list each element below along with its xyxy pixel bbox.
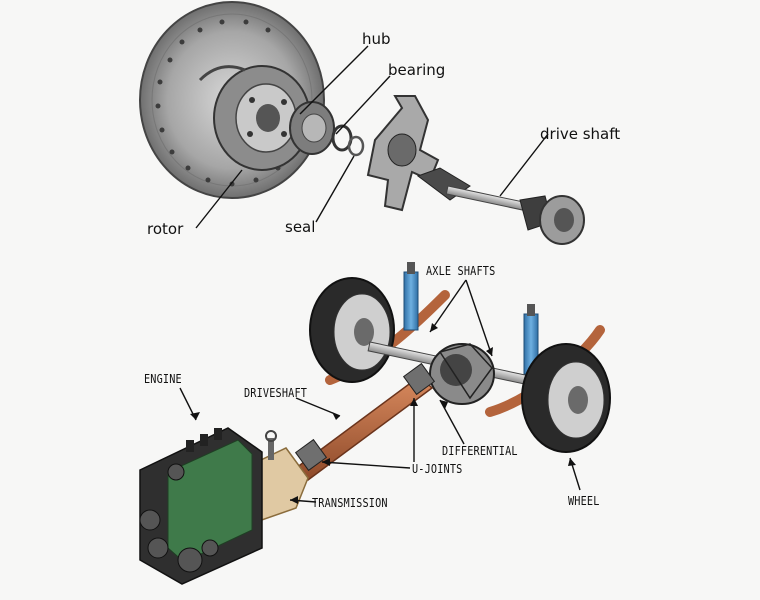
driveshaft-tube bbox=[294, 362, 436, 481]
label-hub: hub bbox=[362, 30, 391, 48]
right-wheel bbox=[521, 343, 611, 453]
label-driveshaft: DRIVESHAFT bbox=[244, 386, 308, 400]
drive-shaft-part bbox=[416, 167, 585, 245]
steering-knuckle bbox=[366, 95, 440, 212]
label-u-joints: U-JOINTS bbox=[412, 462, 463, 476]
label-engine: ENGINE bbox=[144, 372, 182, 386]
label-seal: seal bbox=[285, 218, 316, 236]
left-wheel bbox=[309, 277, 395, 383]
label-transmission: TRANSMISSION bbox=[312, 496, 388, 510]
label-bearing: bearing bbox=[388, 61, 446, 79]
engine-block bbox=[139, 427, 263, 585]
label-wheel: WHEEL bbox=[568, 494, 600, 508]
arrowheads bbox=[190, 323, 576, 504]
seal-part bbox=[347, 135, 365, 157]
hub-part bbox=[289, 101, 335, 155]
differential-housing bbox=[429, 343, 495, 405]
label-drive-shaft: drive shaft bbox=[540, 125, 621, 143]
label-rotor: rotor bbox=[147, 220, 184, 238]
brake-rotor bbox=[139, 1, 325, 199]
label-axle-shafts: AXLE SHAFTS bbox=[426, 264, 496, 278]
label-differential: DIFFERENTIAL bbox=[442, 444, 518, 458]
leader-lines bbox=[179, 45, 581, 503]
